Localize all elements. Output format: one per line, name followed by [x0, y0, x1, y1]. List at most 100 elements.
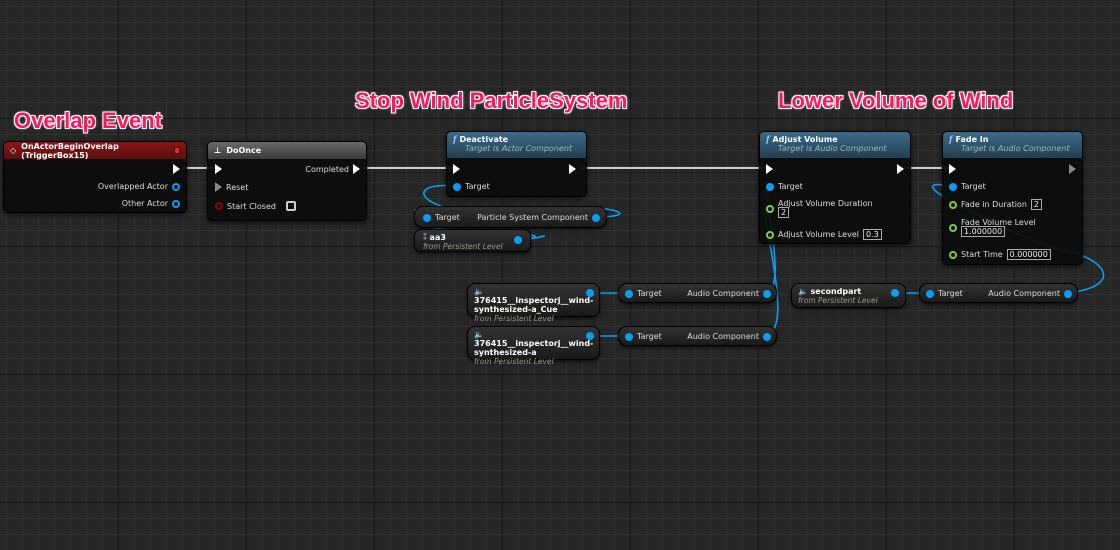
comment-stop-wind: Stop Wind ParticleSystem	[355, 88, 628, 113]
level-pin[interactable]	[766, 230, 774, 239]
output-pin[interactable]	[586, 332, 594, 340]
node-title-line2: synthesized-a	[474, 348, 537, 357]
comment-overlap-event: Overlap Event	[14, 108, 162, 133]
target-pin[interactable]	[453, 182, 461, 191]
function-icon: f	[766, 134, 770, 144]
node-subtitle: Target is Actor Component	[465, 144, 573, 153]
pin-label: Target	[637, 289, 662, 298]
node-subtitle: from Persistent Level	[474, 357, 554, 366]
pin-label: Audio Component	[687, 289, 759, 298]
target-pin[interactable]	[625, 332, 633, 341]
pin-label: Other Actor	[121, 199, 168, 208]
node-subtitle: from Persistent Level	[423, 242, 503, 251]
comment-lower-volume: Lower Volume of Wind	[778, 88, 1014, 113]
node-title: DoOnce	[226, 146, 262, 155]
get-audio-component-node-1[interactable]: Target Audio Component	[618, 283, 777, 303]
doonce-icon: ⊥	[214, 146, 222, 155]
target-pin[interactable]	[423, 213, 431, 222]
output-pin[interactable]	[592, 213, 600, 222]
output-pin[interactable]	[514, 236, 522, 244]
exec-out-pin[interactable]	[897, 164, 904, 174]
pin-label: Start Closed	[227, 201, 276, 211]
other-actor-pin[interactable]	[172, 199, 180, 208]
wind-cue-reference-node[interactable]: 🔈 376415__inspectorj__wind-synthesized-a…	[467, 283, 600, 323]
event-node-onactorbeginoverlap[interactable]: ◇ OnActorBeginOverlap (TriggerBox15) Over…	[3, 141, 187, 213]
overlapped-actor-pin[interactable]	[172, 182, 180, 191]
node-title: Deactivate	[459, 135, 509, 144]
output-pin[interactable]	[1064, 289, 1072, 298]
pin-label: Target	[637, 332, 662, 341]
target-pin[interactable]	[766, 182, 774, 191]
duration-pin[interactable]	[766, 205, 774, 213]
exec-out-pin[interactable]	[569, 164, 576, 174]
start-closed-checkbox[interactable]	[285, 201, 296, 211]
exec-out-pin[interactable]	[173, 164, 180, 174]
get-particle-system-component-node[interactable]: Target Particle System Component	[414, 206, 607, 228]
pin-label: Target	[435, 213, 460, 222]
get-audio-component-node-3[interactable]: Target Audio Component	[919, 283, 1078, 303]
fade-duration-pin[interactable]	[949, 200, 957, 209]
audio-icon: 🔈	[798, 287, 808, 296]
doonce-node[interactable]: ⊥DoOnce Completed Reset Start Closed	[207, 141, 367, 221]
node-title: 376415__inspectorj__wind-	[474, 296, 594, 305]
level-input[interactable]: 0.3	[862, 229, 882, 240]
pin-label: Overlapped Actor	[97, 182, 168, 191]
exec-in-pin[interactable]	[766, 164, 773, 174]
start-closed-pin[interactable]	[215, 202, 223, 210]
node-title-line2: synthesized-a_Cue	[474, 305, 558, 314]
node-title: OnActorBeginOverlap (TriggerBox15)	[21, 141, 119, 160]
wind-audio-reference-node[interactable]: 🔈 376415__inspectorj__wind-synthesized-a…	[467, 326, 600, 366]
pin-label: Audio Component	[687, 332, 759, 341]
node-title: 376415__inspectorj__wind-	[474, 339, 594, 348]
fade-level-pin[interactable]	[949, 224, 957, 232]
output-pin[interactable]	[586, 289, 594, 297]
function-icon: f	[949, 134, 953, 144]
pin-label: Audio Component	[988, 289, 1060, 298]
node-title: Adjust Volume	[772, 135, 838, 144]
pin-label: Adjust Volume Level	[778, 230, 859, 239]
particle-icon: ⁑	[423, 233, 427, 242]
pin-label: Start Time	[961, 250, 1003, 259]
pin-label: Target	[778, 182, 803, 191]
completed-pin[interactable]	[353, 164, 360, 174]
node-subtitle: from Persistent Level	[798, 296, 878, 305]
reset-pin[interactable]	[215, 182, 222, 192]
start-time-pin[interactable]	[949, 250, 957, 259]
pin-label: Target	[465, 182, 490, 191]
exec-out-pin[interactable]	[1069, 164, 1076, 174]
pin-label: Particle System Component	[477, 213, 588, 222]
delegate-pin-icon[interactable]	[173, 147, 180, 154]
exec-in-pin[interactable]	[949, 164, 956, 174]
exec-in-pin[interactable]	[215, 164, 222, 174]
output-pin[interactable]	[763, 332, 771, 341]
node-subtitle: Target is Audio Component	[961, 144, 1070, 153]
target-pin[interactable]	[926, 289, 934, 298]
get-audio-component-node-2[interactable]: Target Audio Component	[618, 326, 777, 346]
node-subtitle: from Persistent Level	[474, 314, 554, 323]
pin-label: Target	[961, 182, 986, 191]
output-pin[interactable]	[763, 289, 771, 298]
duration-input[interactable]: 2	[778, 207, 790, 218]
function-icon: f	[453, 134, 457, 144]
target-pin[interactable]	[949, 182, 957, 191]
output-pin[interactable]	[891, 289, 899, 297]
node-subtitle: Target is Audio Component	[778, 144, 887, 153]
target-pin[interactable]	[625, 289, 633, 298]
pin-label: Adjust Volume Duration	[778, 199, 873, 208]
event-diamond-icon: ◇	[10, 146, 17, 155]
start-time-input[interactable]: 0.000000	[1006, 249, 1051, 260]
node-title: Fade In	[955, 135, 989, 144]
pin-label: Target	[938, 289, 963, 298]
fade-level-input[interactable]: 1.000000	[961, 226, 1006, 237]
exec-in-pin[interactable]	[453, 164, 460, 174]
fade-duration-input[interactable]: 2	[1030, 199, 1042, 210]
pin-label: Fade Volume Level	[961, 218, 1036, 227]
pin-label: Completed	[305, 164, 349, 174]
pin-label: Fade in Duration	[961, 200, 1027, 209]
node-title: secondpart	[810, 287, 862, 296]
